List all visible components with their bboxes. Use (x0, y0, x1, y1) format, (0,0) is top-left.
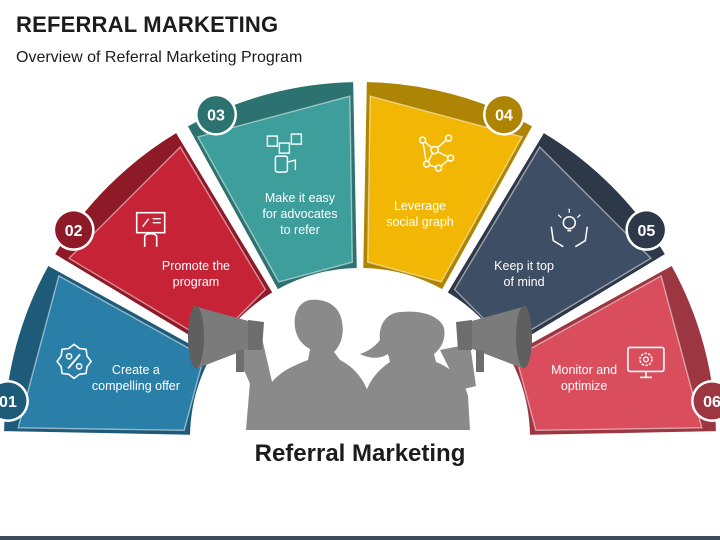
step-label-line: to refer (280, 223, 320, 237)
step-number-badge: 01 (0, 380, 29, 422)
step-label: Create a compelling offer (92, 363, 180, 393)
step-number-badge: 03 (195, 93, 238, 136)
step-label-line: Leverage (394, 199, 446, 213)
idea-hands-icon (550, 208, 589, 248)
step-number: 06 (703, 394, 720, 411)
step-number-badge: 02 (52, 208, 95, 251)
step-label: Make it easy for advocates to refer (262, 191, 337, 237)
step-label-line: Create a (112, 363, 160, 377)
step-label-line: program (173, 275, 220, 289)
step-number: 02 (65, 223, 83, 240)
step-label-line: of mind (504, 275, 545, 289)
bottom-accent-bar (0, 536, 720, 540)
page-subtitle: Overview of Referral Marketing Program (16, 49, 303, 66)
step-label-line: compelling offer (92, 379, 180, 393)
percent-badge-icon (56, 343, 93, 380)
woman-silhouette (360, 311, 476, 430)
man-silhouette (232, 299, 370, 430)
right-megaphone (456, 306, 532, 372)
step-label-line: social graph (386, 215, 453, 229)
step-label-line: Make it easy (265, 191, 336, 205)
step-label: Keep it top of mind (494, 259, 554, 289)
step-label-line: for advocates (262, 207, 337, 221)
step-number: 05 (637, 223, 655, 240)
step-label-line: Monitor and (551, 363, 617, 377)
segment-face (196, 95, 354, 283)
step-label: Promote the program (162, 259, 230, 289)
step-number: 04 (495, 108, 513, 125)
step-label-line: Promote the (162, 259, 230, 273)
left-megaphone (188, 306, 264, 372)
step-label: Monitor and optimize (551, 363, 617, 393)
step-segment-06: 06 Monitor and optimize (508, 265, 720, 435)
step-segment-01: 01 Create a compelling offer (0, 265, 212, 435)
step-label: Leverage social graph (386, 199, 453, 229)
step-number: 03 (207, 108, 225, 125)
people-with-megaphones (188, 299, 532, 430)
page-title: REFERRAL MARKETING (16, 12, 279, 37)
segment-face (515, 274, 703, 432)
network-graph-icon (418, 134, 455, 172)
segment-face (67, 145, 267, 345)
step-label-line: optimize (561, 379, 608, 393)
step-number: 01 (0, 394, 17, 411)
segment-face (366, 95, 524, 283)
presentation-board-icon (135, 211, 166, 247)
monitor-gear-icon (627, 346, 665, 379)
step-number-badge: 04 (482, 93, 525, 136)
center-label: Referral Marketing (254, 440, 466, 467)
step-number-badge: 06 (691, 380, 720, 422)
step-label-line: Keep it top (494, 259, 554, 273)
step-number-badge: 05 (625, 208, 668, 251)
social-share-phone-icon (266, 133, 303, 173)
